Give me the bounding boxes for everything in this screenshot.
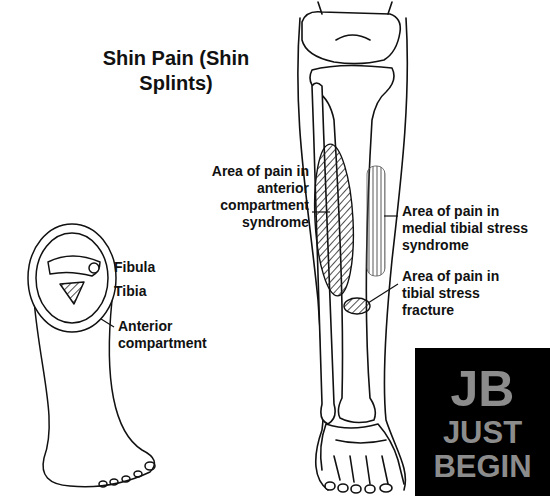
pain-area-label: Area of pain in tibial stress fracture [402,268,527,319]
part-label: Anterior compartment [118,318,228,352]
logo-mark: JB [421,362,544,416]
diagram-title: Shin Pain (Shin Splints) [88,46,264,96]
pain-area-label: Area of pain in anterior compartment syn… [195,163,309,231]
part-label: Fibula [114,259,204,276]
logo-box: JBJUST BEGIN [415,348,550,496]
pain-area-label: Area of pain in medial tibial stress syn… [402,203,542,254]
logo-text: JUST BEGIN [421,416,544,484]
part-label: Tibia [114,283,204,300]
